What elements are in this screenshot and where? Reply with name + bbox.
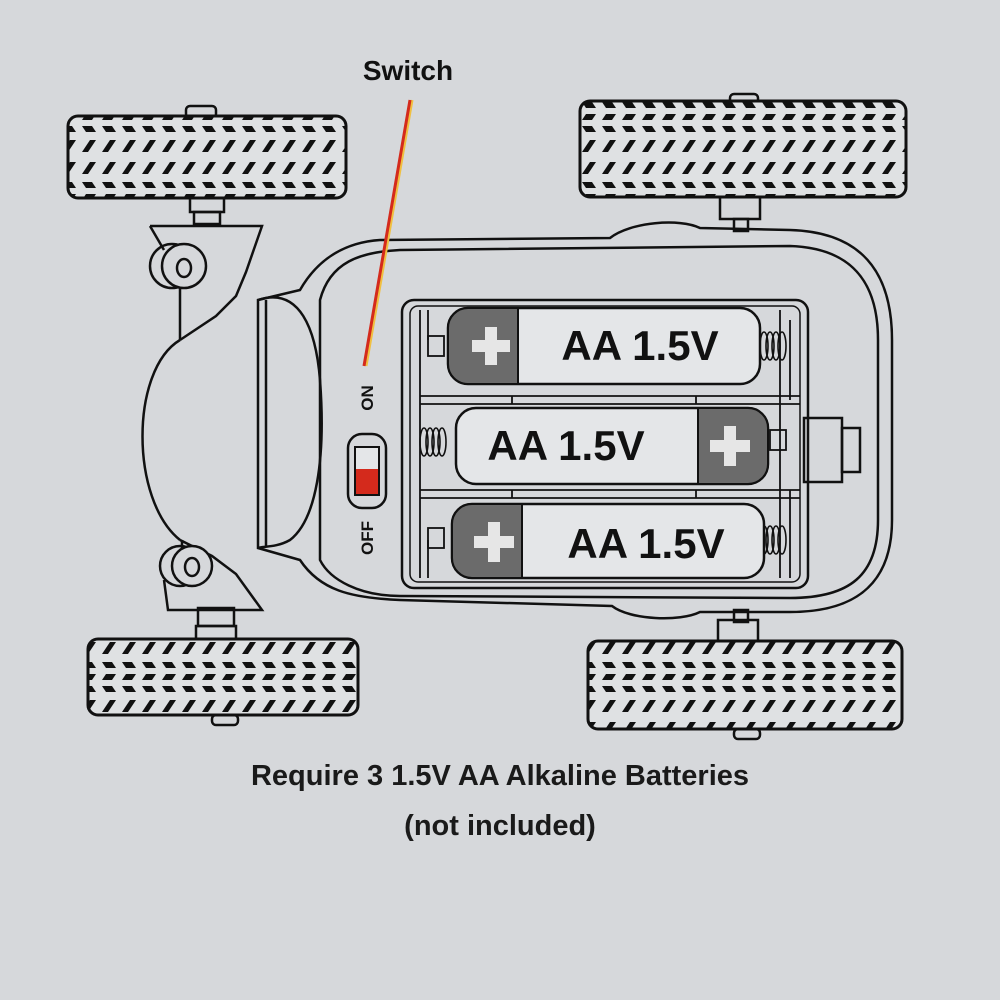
battery-3: AA 1.5V <box>450 502 766 580</box>
front-axle-assembly <box>141 224 265 612</box>
battery-2-label: AA 1.5V <box>487 422 644 469</box>
power-switch[interactable] <box>346 432 388 510</box>
plus-icon <box>710 426 750 466</box>
battery-1-label: AA 1.5V <box>561 322 718 369</box>
switch-label: Switch <box>363 55 453 86</box>
spring-icon <box>419 427 447 457</box>
spring-icon <box>759 331 787 361</box>
switch-pointer-line <box>362 99 414 367</box>
wheel-front-right <box>578 92 908 233</box>
car-body <box>256 221 894 620</box>
switch-off-label: OFF <box>358 521 377 555</box>
caption-requirement: Require 3 1.5V AA Alkaline Batteries <box>250 760 750 792</box>
switch-indicator-off <box>356 469 378 494</box>
battery-compartment <box>400 298 810 590</box>
battery-1: AA 1.5V <box>446 306 762 386</box>
battery-2: AA 1.5V <box>454 406 770 486</box>
switch-on-label: ON <box>358 385 377 411</box>
plus-icon <box>474 522 514 562</box>
wheel-front-left <box>66 104 348 226</box>
caption-not-included: (not included) <box>404 810 596 842</box>
plus-icon <box>472 327 510 365</box>
wheel-rear-right <box>586 608 904 741</box>
battery-3-label: AA 1.5V <box>567 520 724 567</box>
wheel-rear-left <box>86 606 360 727</box>
